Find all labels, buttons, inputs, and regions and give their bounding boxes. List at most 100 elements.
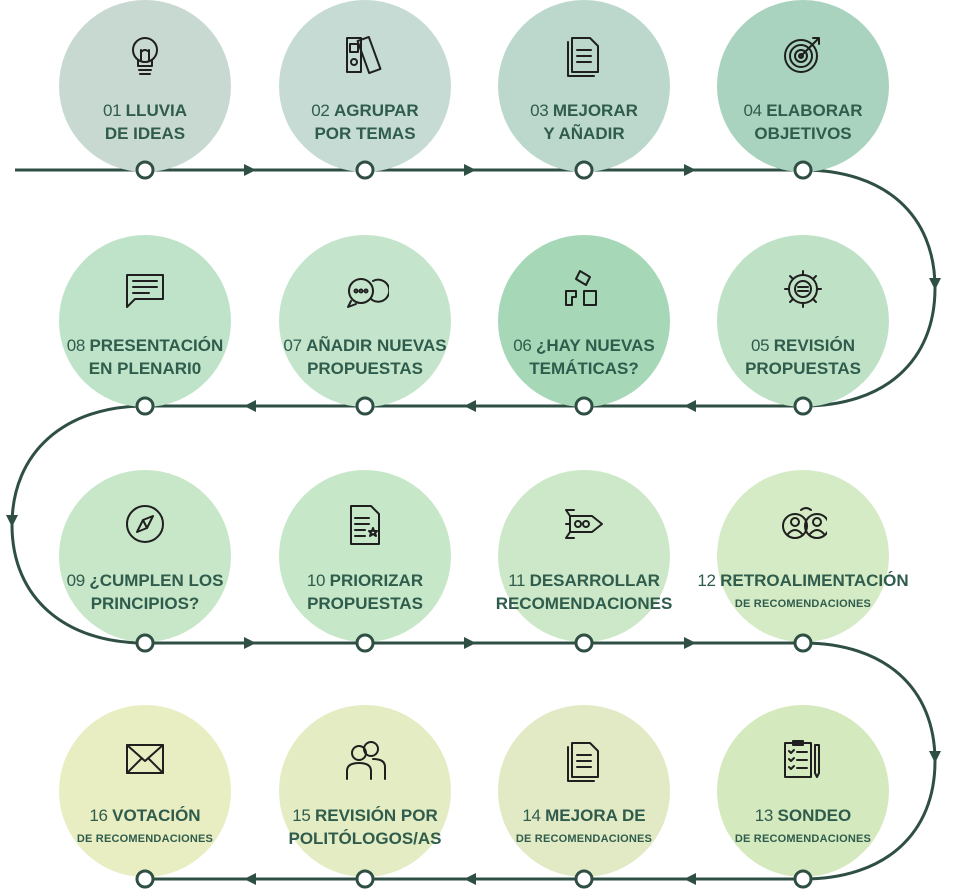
step-circle-11: [498, 470, 670, 642]
envelope-icon: [123, 737, 169, 788]
step-title: REVISIÓN: [773, 336, 855, 355]
step-circle-14: [498, 705, 670, 877]
people-icon: [343, 737, 389, 788]
step-circle-16: [59, 705, 231, 877]
step-number: 08: [66, 336, 90, 355]
step-title-line2: OBJETIVOS: [754, 124, 852, 143]
step-title-line2: Y AÑADIR: [543, 124, 625, 143]
step-number: 02: [311, 101, 335, 120]
step-number: 13: [754, 806, 778, 825]
step-title: PRESENTACIÓN: [89, 336, 224, 355]
step-node-02: [355, 160, 375, 180]
puzzle-icon: [562, 267, 608, 318]
arrow-head: [244, 873, 256, 885]
binders-icon: [343, 32, 389, 83]
step-title: ELABORAR: [766, 101, 863, 120]
step-title-line2: POLITÓLOGOS/AS: [288, 829, 442, 848]
step-node-12: [793, 633, 813, 653]
step-title: PRIORIZAR: [329, 571, 424, 590]
step-title: AÑADIR NUEVAS: [306, 336, 447, 355]
step-node-09: [135, 633, 155, 653]
step-subtitle: DE RECOMENDACIONES: [734, 833, 872, 845]
lightbulb-icon: [123, 32, 169, 83]
step-circle-13: [717, 705, 889, 877]
step-label-16: 16 VOTACIÓN DE RECOMENDACIONES: [30, 805, 260, 850]
step-title-line2: PROPUESTAS: [307, 594, 423, 613]
step-circle-02: [279, 0, 451, 172]
message-icon: [123, 267, 169, 318]
step-label-14: 14 MEJORA DE DE RECOMENDACIONES: [469, 805, 699, 850]
step-number: 15: [292, 806, 315, 825]
step-number: 12: [697, 571, 721, 590]
step-title-line2: TEMÁTICAS?: [529, 359, 639, 378]
step-label-02: 02 AGRUPAR POR TEMAS: [250, 100, 480, 145]
arrow-head: [464, 637, 476, 649]
step-node-04: [793, 160, 813, 180]
step-title: ¿HAY NUEVAS: [536, 336, 655, 355]
step-title: MEJORA DE: [545, 806, 646, 825]
step-title: REVISIÓN POR: [314, 806, 438, 825]
step-node-14: [574, 869, 594, 889]
arrow-head: [244, 164, 256, 176]
step-circle-09: [59, 470, 231, 642]
step-title-line2: PROPUESTAS: [745, 359, 861, 378]
step-number: 14: [522, 806, 546, 825]
step-title-line2: DE IDEAS: [104, 124, 186, 143]
target-icon: [781, 32, 827, 83]
step-number: 11: [508, 571, 530, 590]
step-node-11: [574, 633, 594, 653]
step-node-10: [355, 633, 375, 653]
step-label-13: 13 SONDEO DE RECOMENDACIONES: [688, 805, 918, 850]
step-number: 03: [530, 101, 553, 120]
step-node-05: [793, 396, 813, 416]
step-circle-12: [717, 470, 889, 642]
step-number: 16: [89, 806, 113, 825]
step-number: 05: [751, 336, 774, 355]
step-title-line2: PROPUESTAS: [307, 359, 423, 378]
arrow-head: [244, 637, 256, 649]
step-node-16: [135, 869, 155, 889]
step-subtitle: DE RECOMENDACIONES: [734, 598, 872, 610]
step-circle-07: [279, 235, 451, 407]
arrow-head: [684, 400, 696, 412]
step-circle-05: [717, 235, 889, 407]
step-title: LLUVIA: [125, 101, 188, 120]
step-node-07: [355, 396, 375, 416]
step-label-15: 15 REVISIÓN POR POLITÓLOGOS/AS: [250, 805, 480, 850]
arrow-head: [929, 278, 941, 290]
checklist-icon: [781, 737, 827, 788]
arrow-head: [684, 164, 696, 176]
step-number: 06: [513, 336, 536, 355]
step-title: VOTACIÓN: [112, 806, 201, 825]
step-node-13: [793, 869, 813, 889]
step-subtitle: DE RECOMENDACIONES: [515, 833, 653, 845]
compass-icon: [123, 502, 169, 553]
arrow-head: [684, 637, 696, 649]
step-title-line2: POR TEMAS: [314, 124, 416, 143]
step-subtitle: DE RECOMENDACIONES: [76, 833, 214, 845]
document-icon: [562, 737, 608, 788]
step-circle-10: [279, 470, 451, 642]
arrow-head: [684, 873, 696, 885]
document-icon: [562, 32, 608, 83]
step-title: AGRUPAR: [334, 101, 419, 120]
step-title: SONDEO: [777, 806, 852, 825]
step-node-01: [135, 160, 155, 180]
step-number: 10: [306, 571, 330, 590]
arrow-head: [244, 400, 256, 412]
rocket-icon: [562, 502, 608, 553]
step-circle-01: [59, 0, 231, 172]
step-label-10: 10 PRIORIZAR PROPUESTAS: [250, 570, 480, 615]
step-node-15: [355, 869, 375, 889]
arrow-head: [929, 751, 941, 763]
step-circle-04: [717, 0, 889, 172]
